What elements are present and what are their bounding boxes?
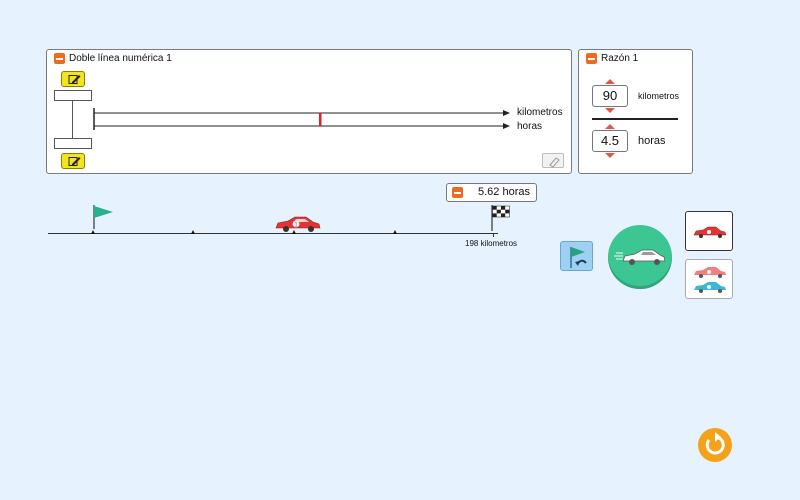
ratio-panel: Razón 1 [578,49,693,174]
two-cars-option[interactable] [685,259,733,299]
bottom-line-input-box[interactable] [54,138,92,149]
top-line-input-box[interactable] [54,90,92,101]
edit-bottom-line-button[interactable] [61,153,85,169]
reset-icon [705,432,725,455]
track-tick [292,230,296,234]
single-car-option[interactable] [685,211,733,251]
numerator-unit: kilometros [638,91,680,101]
elapsed-time-label: 5.62 horas [478,186,530,198]
track-tick [191,230,195,234]
flag-return-icon [570,247,587,268]
car-icon [693,226,727,238]
checkered-flag-icon [491,205,510,231]
double-number-line-panel: Doble línea numérica 1 kilometros horas [46,49,572,174]
elapsed-time-badge: 5.62 horas [446,183,537,202]
race-car: 1 [275,216,321,232]
minimize-number-line-button[interactable] [54,53,65,64]
minimize-ratio-button[interactable] [586,53,597,64]
car-icon [614,249,666,265]
ratio-panel-title: Razón 1 [601,53,639,64]
distance-label: 198 kilometros [465,239,518,248]
denominator-unit: horas [638,135,666,147]
numerator-decrease-button[interactable] [605,108,615,113]
denominator-decrease-button[interactable] [605,153,615,158]
ratio-divider [592,118,678,120]
numerator-increase-button[interactable] [605,79,615,84]
reset-button[interactable] [698,428,732,462]
edit-icon [68,157,81,166]
denominator-value[interactable]: 4.5 [592,130,628,152]
numerator-value[interactable]: 90 [592,85,628,107]
car-icon [694,267,726,293]
clear-button[interactable] [542,153,564,168]
edit-icon [68,75,81,84]
eraser-icon [549,157,560,168]
race-track [48,233,498,234]
minimize-time-button[interactable] [452,187,463,198]
track-end-tick [493,233,494,237]
position-marker [319,113,322,126]
track-tick [91,230,95,234]
back-to-start-button[interactable] [560,241,593,271]
flag-icon [93,205,113,229]
edit-top-line-button[interactable] [61,71,85,87]
double-number-line [93,108,510,130]
top-line-label: kilometros [517,107,563,118]
number-line-panel-title: Doble línea numérica 1 [69,53,172,64]
track-tick [393,230,397,234]
denominator-increase-button[interactable] [605,124,615,129]
bottom-line-label: horas [517,121,543,132]
race-car-number: 1 [294,223,298,229]
go-button[interactable] [608,225,672,289]
axis-connector [72,101,73,138]
